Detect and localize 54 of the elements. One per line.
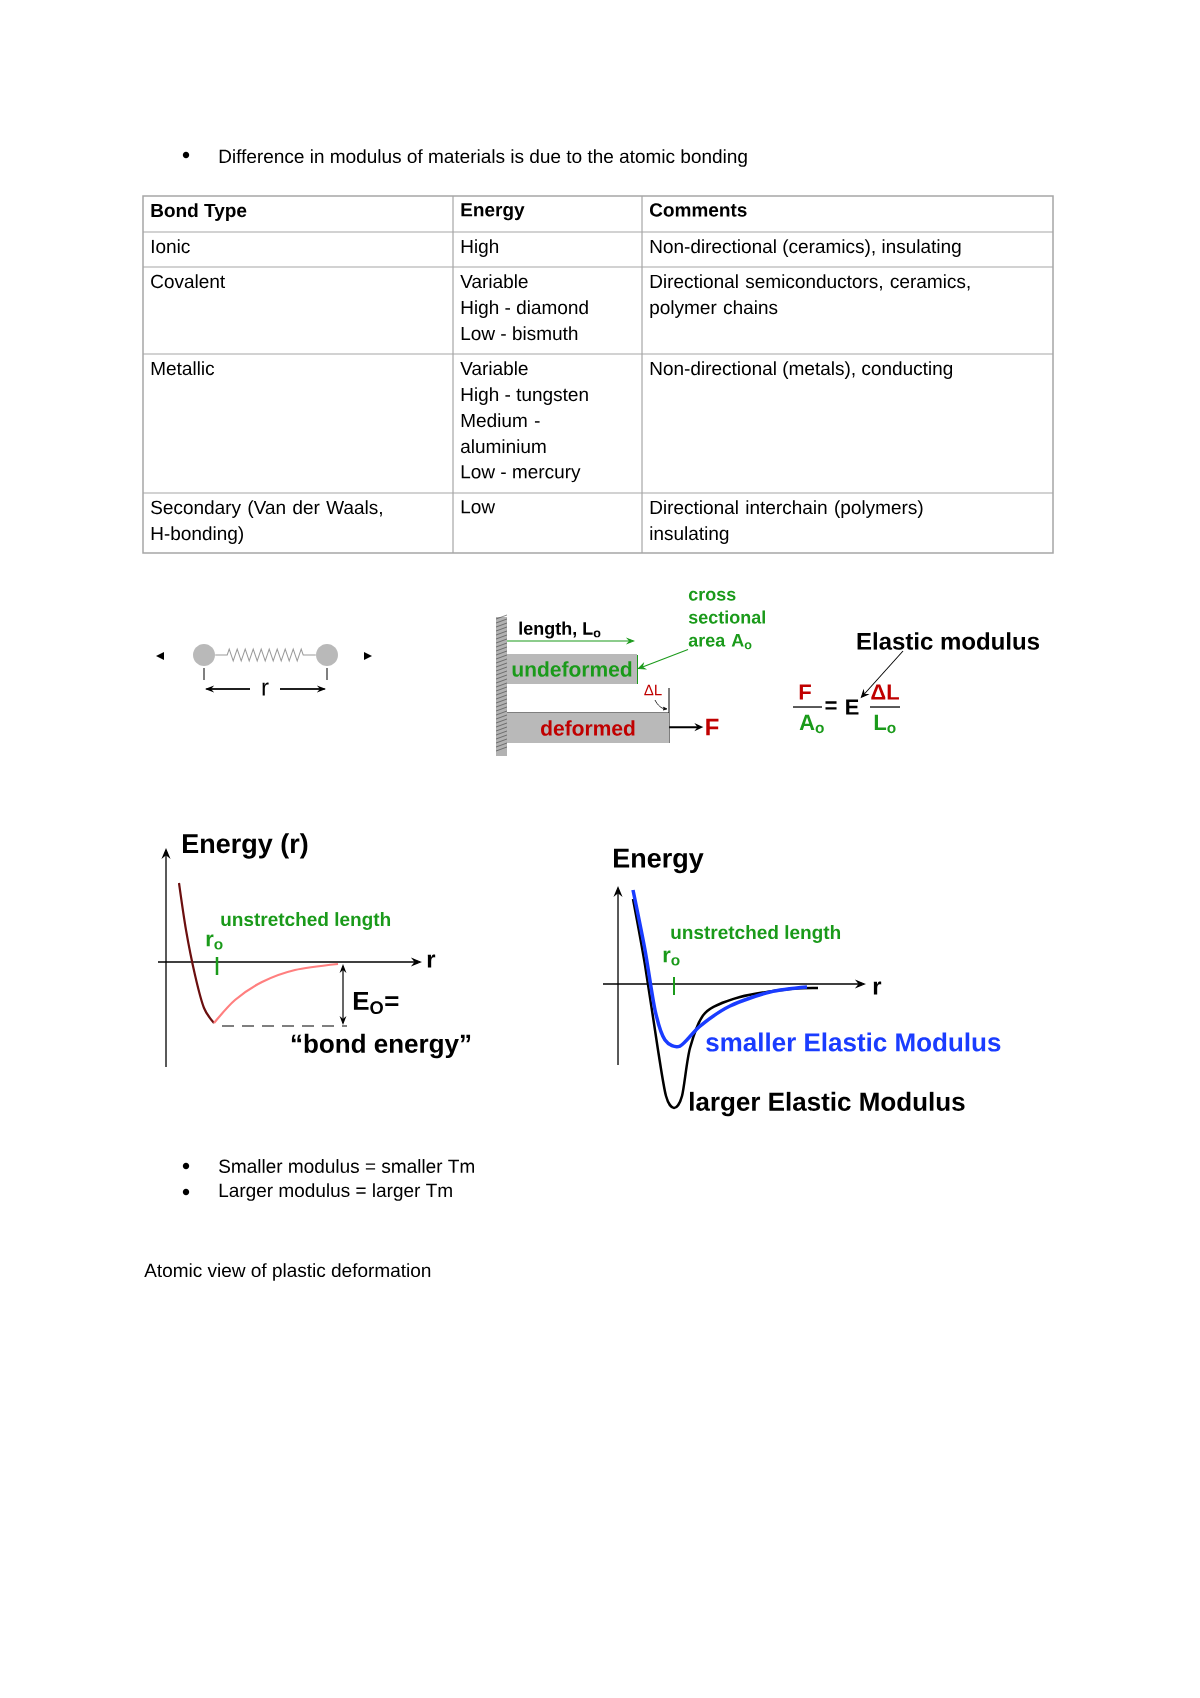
spring [214, 648, 317, 662]
dimension-label: ΔL [644, 684, 662, 696]
bullet-text: Smaller modulus = smaller Tm [219, 1159, 474, 1173]
table-cell: Metallic [151, 361, 215, 376]
undeformed-bar: undeformed [507, 654, 637, 684]
atom [316, 644, 338, 666]
curve-label: r$_{o}$ [206, 934, 223, 950]
callout-text: cross sectional area A$_{o}$ [688, 590, 765, 650]
table-cell: Non-directional (metals), conducting [650, 361, 953, 379]
table-cell: Medium - aluminium [461, 413, 546, 454]
leader-line [637, 648, 689, 670]
dimension-label: r [262, 682, 269, 696]
atom [193, 644, 215, 666]
curve-label: unstretched length [221, 912, 390, 930]
table-cell: Variable [460, 361, 528, 376]
bullet-text: Difference in modulus of materials is due to the atomic bonding [219, 149, 747, 167]
table-cell: High - tungsten [461, 387, 588, 405]
note-text: Atomic view of plastic deformation [144, 1263, 431, 1281]
deformed-bar: deformed [507, 713, 669, 743]
table-header: Energy [461, 203, 525, 221]
table-cell: Directional semiconductors, ceramics, polymer chains [650, 274, 970, 318]
axis-label: r [427, 954, 436, 968]
table-cell: Non-directional (ceramics), insulating [650, 239, 961, 257]
table-cell: Directional interchain (polymers) insulating [650, 500, 923, 544]
force-label: F [706, 718, 719, 736]
table-cell: Covalent [151, 274, 226, 289]
formula-term: E [846, 699, 859, 715]
formula-term: = [825, 701, 837, 710]
table-cell: Secondary (Van der Waals, H-bonding) [151, 500, 382, 544]
curve-label: smaller Elastic Modulus [706, 1032, 1001, 1052]
curve-label: unstretched length [671, 925, 841, 943]
callout-text: Elastic modulus [857, 632, 1040, 650]
formula-term: L$_{o}$ [874, 714, 896, 734]
curve-label: larger Elastic Modulus [690, 1091, 965, 1117]
formula-term: F [799, 684, 811, 700]
formula-term: A$_{o}$ [799, 714, 824, 734]
curve-label: r$_{o}$ [663, 950, 680, 966]
table-cell: Low - mercury [461, 465, 581, 483]
dimension-label: “bond energy” [291, 1033, 471, 1059]
leader-line [860, 650, 904, 698]
axis-label: r [873, 981, 882, 995]
table-cell: Ionic [151, 239, 190, 254]
table-header: Comments [650, 203, 747, 217]
formula-term: ΔL [871, 684, 899, 700]
table-cell: Low - bismuth [461, 326, 578, 341]
table-cell: Variable [460, 274, 528, 289]
dimension-label: E$_{O}$= [353, 991, 399, 1015]
bullet-text: Larger modulus = larger Tm [219, 1183, 452, 1201]
table-cell: Low [461, 500, 496, 514]
table-cell: High - diamond [461, 300, 588, 318]
axis-label: Energy [614, 848, 704, 874]
table-cell: High [461, 239, 499, 257]
axis-label: Energy (r) [183, 833, 308, 859]
table-header: Bond Type [151, 203, 247, 221]
